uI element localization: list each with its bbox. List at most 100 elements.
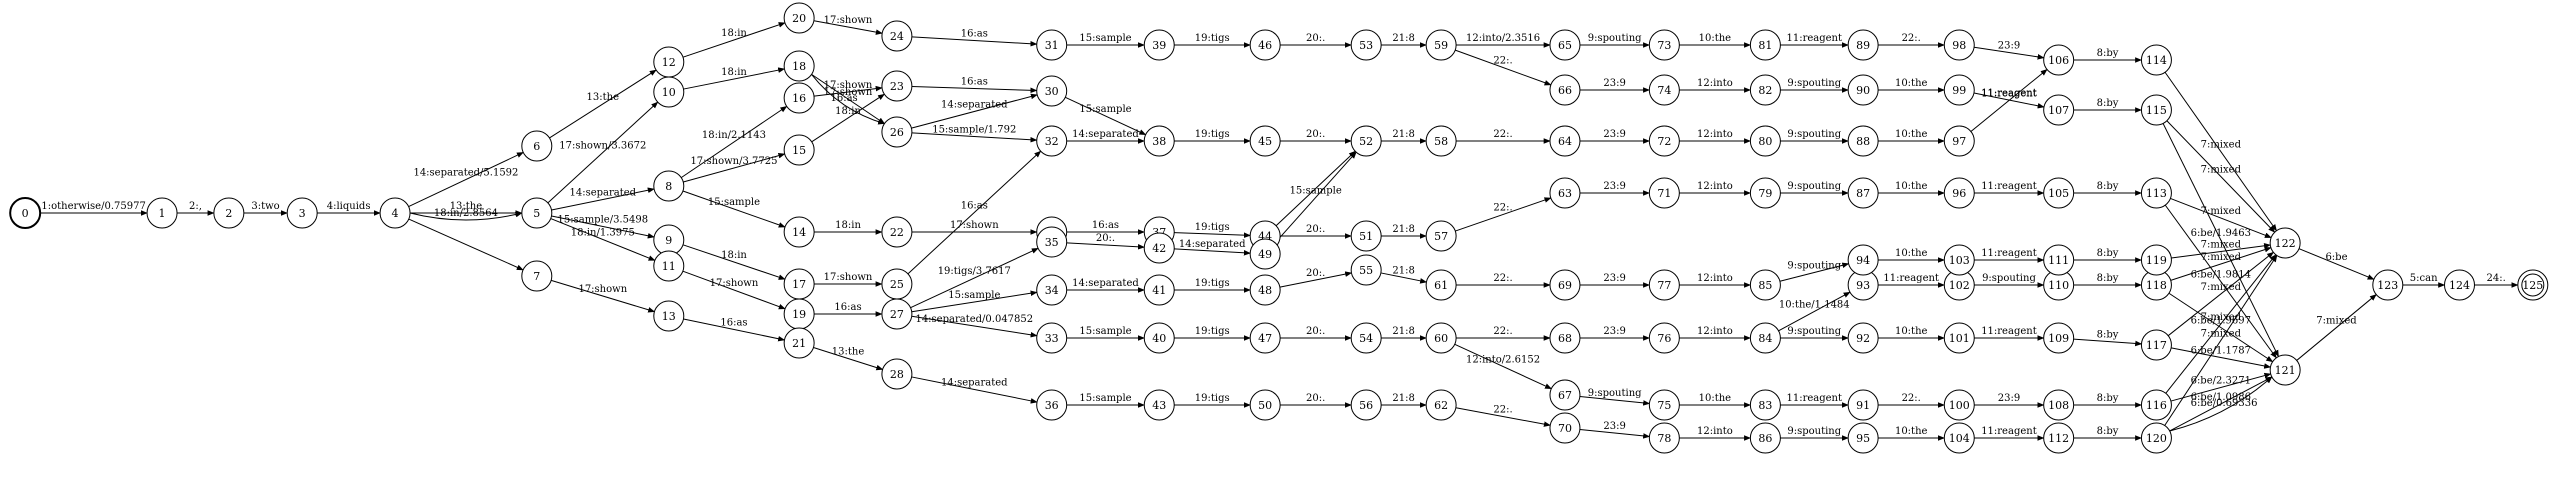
state-node-124: 124 (2443, 269, 2475, 301)
edge-label-16-23: 17:shown (824, 80, 873, 91)
edge-122-123 (2298, 248, 2375, 280)
edge-label-120-122: 7:mixed (2201, 329, 2242, 340)
state-circle (2140, 389, 2172, 421)
state-circle (1847, 177, 1879, 209)
state-node-7: 7 (521, 260, 553, 292)
edge-label-99-107: 11:reagent (1981, 88, 2037, 99)
edge-27-34 (911, 290, 1038, 313)
state-circle (1249, 322, 1281, 354)
edge-label-5-9: 15:sample/3.5498 (558, 215, 649, 226)
edge-label-93-102: 11:reagent (1883, 273, 1939, 284)
edge-label-40-47: 19:tigs (1195, 326, 1230, 337)
state-node-84: 84 (1749, 322, 1781, 354)
state-circle (2140, 329, 2172, 361)
state-node-25: 25 (881, 268, 913, 300)
state-node-109: 109 (2043, 322, 2075, 354)
state-label: 76 (1657, 332, 1671, 345)
edge-label-44-51: 20:. (1306, 224, 1325, 235)
state-label: 77 (1657, 279, 1671, 292)
edge-label-66-74: 23:9 (1603, 78, 1625, 89)
state-node-122: 122 (2269, 227, 2301, 259)
state-circle (2140, 244, 2172, 276)
state-node-61: 61 (1425, 269, 1457, 301)
state-label: 120 (2146, 432, 2167, 445)
edge-label-26-32: 15:sample/1.792 (932, 125, 1016, 136)
state-node-17: 17 (783, 268, 815, 300)
state-circle (1648, 29, 1680, 61)
state-node-50: 50 (1249, 389, 1281, 421)
state-node-41: 41 (1143, 274, 1175, 306)
state-label: 7 (533, 270, 540, 283)
state-label: 96 (1952, 187, 1966, 200)
edge-label-105-113: 8:by (2097, 181, 2119, 192)
state-label: 68 (1558, 332, 1572, 345)
state-label: 51 (1359, 230, 1373, 243)
state-node-79: 79 (1749, 177, 1781, 209)
state-circle (1143, 274, 1175, 306)
state-node-96: 96 (1943, 177, 1975, 209)
edge-label-88-97: 10:the (1895, 129, 1928, 140)
state-label: 104 (1949, 432, 1970, 445)
state-label: 124 (2449, 279, 2470, 292)
edge-121-123 (2296, 294, 2377, 361)
state-circle (1425, 322, 1457, 354)
state-node-65: 65 (1549, 29, 1581, 61)
edge-label-8-14: 15:sample (708, 197, 760, 208)
edge-label-71-79: 12:into (1697, 181, 1733, 192)
state-circle (1847, 125, 1879, 157)
state-label: 109 (2048, 332, 2069, 345)
edge-label-116-122: 7:mixed (2201, 312, 2242, 323)
edge-label-5-11: 18:in/1.3975 (571, 228, 635, 239)
state-node-48: 48 (1249, 274, 1281, 306)
state-circle (1350, 254, 1382, 286)
state-node-24: 24 (881, 20, 913, 52)
edge-label-51-57: 21:8 (1392, 224, 1414, 235)
edge-99-107 (1973, 92, 2045, 109)
edge-label-114-122: 7:mixed (2201, 140, 2242, 151)
state-circle (1847, 244, 1879, 276)
state-circle (1425, 29, 1457, 61)
state-label: 67 (1558, 389, 1572, 402)
state-node-97: 97 (1943, 125, 1975, 157)
state-node-46: 46 (1249, 29, 1281, 61)
state-label: 88 (1856, 135, 1870, 148)
state-node-42: 42 (1143, 232, 1175, 264)
state-node-43: 43 (1143, 389, 1175, 421)
state-label: 60 (1434, 332, 1448, 345)
edge-8-16 (680, 105, 788, 179)
state-circle (1549, 74, 1581, 106)
edge-label-115-122: 7:mixed (2201, 165, 2242, 176)
state-node-76: 76 (1648, 322, 1680, 354)
state-label: 41 (1152, 284, 1166, 297)
edge-label-41-48: 19:tigs (1195, 278, 1230, 289)
state-circle (1425, 220, 1457, 252)
state-label: 90 (1856, 84, 1870, 97)
state-circle (653, 170, 685, 202)
edge-label-112-120: 8:by (2097, 426, 2119, 437)
state-label: 48 (1258, 284, 1272, 297)
edge-5-8 (551, 187, 655, 211)
edge-label-23-30: 16:as (961, 77, 988, 88)
edge-label-46-53: 20:. (1306, 33, 1325, 44)
edge-label-5-10: 17:shown/3.3672 (559, 141, 646, 152)
state-node-118: 118 (2140, 269, 2172, 301)
state-circle (653, 300, 685, 332)
edge-26-30 (911, 93, 1038, 129)
state-circle (783, 82, 815, 114)
state-node-70: 70 (1549, 412, 1581, 444)
edge-label-118-122: 7:mixed (2201, 252, 2242, 263)
edge-label-58-64: 22:. (1493, 129, 1512, 140)
state-label: 49 (1258, 248, 1272, 261)
edge-label-52-58: 21:8 (1392, 129, 1414, 140)
edge-label-34-41: 14:separated (1072, 278, 1139, 289)
state-label: 69 (1558, 279, 1572, 292)
edge-label-33-40: 15:sample (1079, 326, 1131, 337)
state-label: 13 (662, 310, 676, 323)
edge-label-5-8: 14:separated (570, 188, 637, 199)
state-circle (1036, 274, 1068, 306)
edge-label-42-49: 14:separated (1179, 239, 1246, 250)
state-circle (1943, 29, 1975, 61)
state-node-68: 68 (1549, 322, 1581, 354)
state-node-120: 120 (2140, 422, 2172, 454)
